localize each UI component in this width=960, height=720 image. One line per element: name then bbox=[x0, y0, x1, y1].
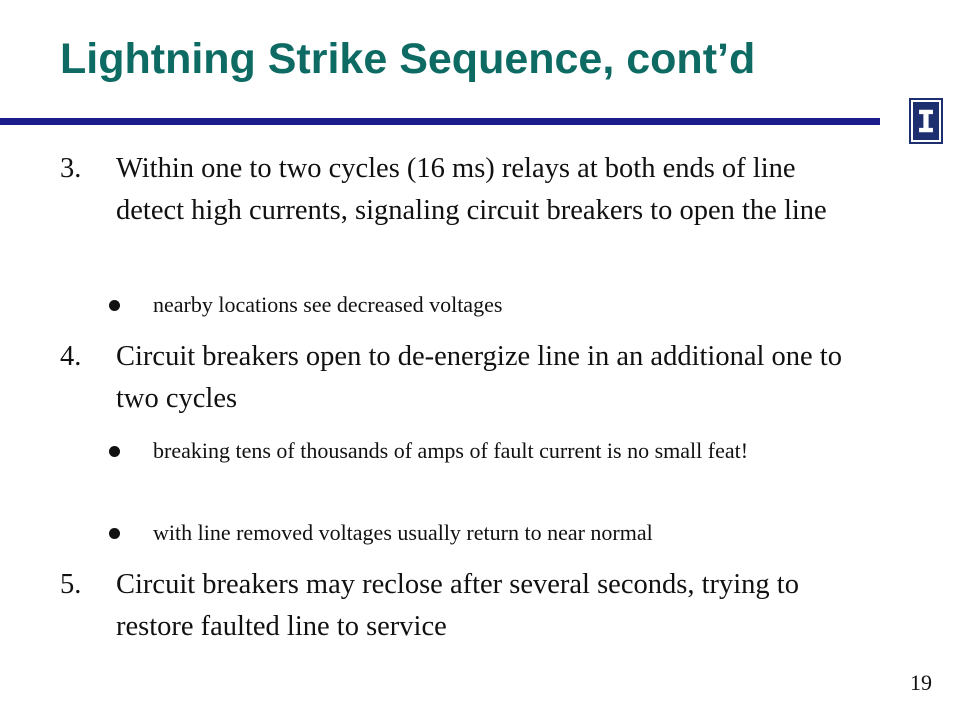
slide-title: Lightning Strike Sequence, cont’d bbox=[60, 35, 756, 83]
list-item-text: Circuit breakers open to de-energize lin… bbox=[116, 341, 842, 414]
list-item-3: 3. Within one to two cycles (16 ms) rela… bbox=[60, 148, 870, 232]
bullet-dot-icon bbox=[109, 300, 120, 311]
list-item-number: 4. bbox=[60, 341, 82, 372]
list-item-text: Circuit breakers may reclose after sever… bbox=[116, 569, 799, 642]
list-item-5: 5. Circuit breakers may reclose after se… bbox=[60, 564, 870, 648]
title-divider bbox=[0, 118, 880, 125]
sub-bullet-item: breaking tens of thousands of amps of fa… bbox=[106, 434, 886, 468]
list-item-text: Within one to two cycles (16 ms) relays … bbox=[116, 153, 827, 226]
illinois-block-i-icon bbox=[909, 98, 943, 144]
bullet-dot-icon bbox=[109, 446, 120, 457]
illinois-block-i-icon-graphic bbox=[919, 109, 933, 133]
sub-bullet-text: with line removed voltages usually retur… bbox=[153, 520, 653, 545]
list-item-4: 4. Circuit breakers open to de-energize … bbox=[60, 336, 870, 420]
sub-bullet-text: nearby locations see decreased voltages bbox=[153, 292, 503, 317]
page-number: 19 bbox=[910, 670, 932, 695]
sub-bullet-text: breaking tens of thousands of amps of fa… bbox=[153, 438, 749, 463]
list-item-number: 3. bbox=[60, 153, 82, 184]
list-item-number: 5. bbox=[60, 569, 82, 600]
sub-bullet-item: with line removed voltages usually retur… bbox=[106, 516, 886, 550]
sub-bullet-item: nearby locations see decreased voltages bbox=[106, 288, 886, 322]
bullet-dot-icon bbox=[109, 528, 120, 539]
